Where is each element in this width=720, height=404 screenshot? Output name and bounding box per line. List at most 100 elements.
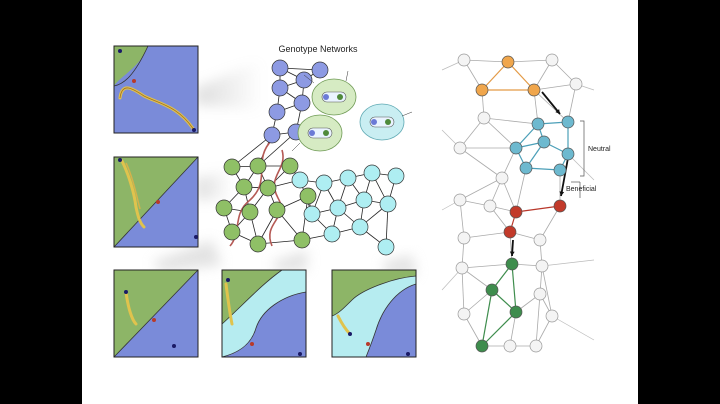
slide: Genotype Networks bbox=[82, 0, 638, 404]
network-node bbox=[268, 201, 286, 219]
landscape-panel-2 bbox=[113, 156, 199, 248]
network-edge bbox=[459, 177, 503, 201]
network-edge bbox=[459, 199, 465, 239]
red-point bbox=[132, 79, 136, 83]
network-edge bbox=[511, 263, 517, 313]
network-edge bbox=[515, 167, 527, 213]
network-node bbox=[457, 231, 471, 245]
network-node bbox=[235, 178, 253, 196]
network-node bbox=[457, 307, 471, 321]
network-edge bbox=[461, 267, 465, 315]
network-node bbox=[249, 235, 267, 253]
network-node bbox=[533, 233, 547, 247]
network-edge bbox=[481, 61, 509, 91]
network-node bbox=[315, 174, 333, 192]
cell-2 bbox=[291, 114, 343, 152]
network-node bbox=[457, 53, 471, 67]
network-node bbox=[475, 339, 489, 353]
path-arrow bbox=[541, 91, 561, 115]
network-node bbox=[553, 163, 567, 177]
network-node bbox=[501, 55, 515, 69]
network-edge bbox=[533, 83, 577, 91]
network-node bbox=[545, 53, 559, 67]
network-edge bbox=[541, 265, 553, 317]
network-node bbox=[561, 147, 575, 161]
network-node bbox=[355, 191, 373, 209]
network-node bbox=[339, 169, 357, 187]
network-node bbox=[519, 161, 533, 175]
network-node bbox=[271, 79, 289, 97]
network-node bbox=[259, 179, 277, 197]
network-node bbox=[527, 83, 541, 97]
network-node bbox=[299, 187, 317, 205]
network-legend: Neutral Beneficial bbox=[566, 120, 611, 198]
network-edge bbox=[481, 289, 493, 347]
start-point bbox=[118, 49, 122, 53]
network-node bbox=[379, 195, 397, 213]
arrow-head bbox=[555, 109, 560, 114]
green-region bbox=[114, 46, 148, 86]
network-node bbox=[241, 203, 259, 221]
network-node bbox=[545, 309, 559, 323]
neutral-label: Neutral bbox=[588, 146, 611, 153]
network-node bbox=[453, 193, 467, 207]
network-edge bbox=[231, 134, 273, 168]
network-edge bbox=[461, 263, 513, 269]
network-node bbox=[503, 225, 517, 239]
cell-3 bbox=[359, 103, 413, 141]
network-node bbox=[509, 205, 523, 219]
genotype-network bbox=[215, 59, 405, 256]
path-arrow bbox=[560, 157, 569, 197]
mutation-path bbox=[269, 149, 284, 247]
cell-illustrations bbox=[291, 70, 413, 152]
network-node bbox=[268, 103, 286, 121]
network-node bbox=[293, 231, 311, 249]
landscape-panel-1 bbox=[113, 45, 199, 134]
beneficial-label: Beneficial bbox=[566, 186, 597, 193]
network-node bbox=[363, 164, 381, 182]
network-node bbox=[533, 287, 547, 301]
arrow-head bbox=[509, 251, 515, 256]
network-node bbox=[215, 199, 233, 217]
network-edge bbox=[481, 311, 517, 347]
network-node bbox=[503, 339, 517, 353]
network-node bbox=[311, 61, 329, 79]
network-edge bbox=[459, 147, 503, 179]
network-node bbox=[483, 199, 497, 213]
network-edge bbox=[567, 83, 577, 123]
arrow-head bbox=[559, 191, 565, 196]
network-edge bbox=[539, 205, 561, 241]
network-edge bbox=[483, 117, 539, 125]
network-edge bbox=[459, 117, 485, 149]
slide-canvas: Genotype Networks bbox=[113, 44, 611, 358]
network-edge bbox=[463, 231, 511, 239]
network-edge bbox=[507, 61, 535, 91]
network-edge bbox=[483, 117, 517, 149]
landscape-panel-4 bbox=[221, 269, 307, 358]
network-node bbox=[569, 77, 583, 91]
network-edge bbox=[463, 59, 509, 63]
network-node bbox=[495, 171, 509, 185]
network-node bbox=[249, 157, 267, 175]
landscape-panel-5 bbox=[331, 269, 417, 358]
network-node bbox=[291, 171, 309, 189]
network-node bbox=[561, 115, 575, 129]
network-node bbox=[223, 223, 241, 241]
projection-beams bbox=[152, 60, 417, 275]
network-node bbox=[455, 261, 469, 275]
network-node bbox=[323, 225, 341, 243]
network-node bbox=[271, 59, 289, 77]
network-node bbox=[453, 141, 467, 155]
network-node bbox=[293, 94, 311, 112]
right-network bbox=[441, 53, 595, 353]
network-node bbox=[475, 83, 489, 97]
network-node bbox=[351, 218, 369, 236]
network-node bbox=[553, 199, 567, 213]
cell-1 bbox=[303, 70, 357, 116]
network-node bbox=[387, 167, 405, 185]
network-node bbox=[505, 257, 519, 271]
network-edge bbox=[507, 59, 553, 63]
network-node bbox=[281, 157, 299, 175]
network-node bbox=[537, 135, 551, 149]
network-edge bbox=[535, 293, 541, 347]
